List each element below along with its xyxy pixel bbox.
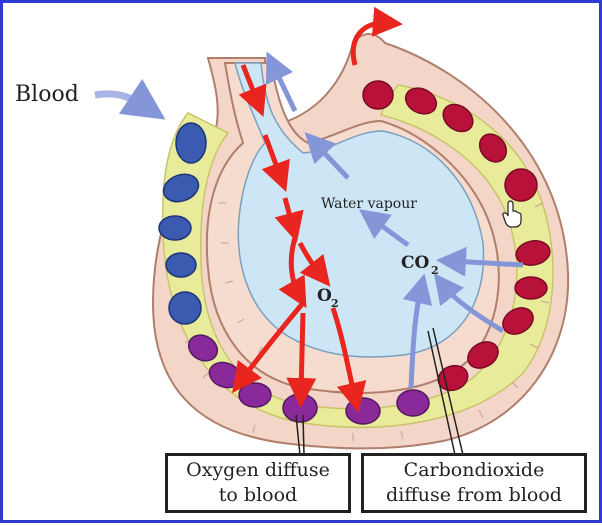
- co2-box-line1: Carbondioxide: [403, 459, 545, 481]
- co2-box-line2: diffuse from blood: [386, 484, 562, 506]
- blood-outflow-arrow: [350, 6, 403, 66]
- co2-arrows: [265, 51, 524, 389]
- co2-subscript: 2: [431, 264, 439, 277]
- blood-label: Blood: [15, 82, 79, 107]
- oxygen-box-line2: to blood: [218, 484, 298, 506]
- o2-subscript: 2: [331, 297, 339, 310]
- oxygen-arrows: [232, 64, 367, 413]
- alveolus-diagram: Blood Water vapour CO 2 O 2: [15, 6, 570, 456]
- co2-diffuse-box: Carbondioxide diffuse from blood: [361, 453, 587, 513]
- callout-lines: [295, 327, 464, 456]
- blood-inflow-arrow: [94, 78, 166, 120]
- co2-label: CO: [401, 253, 430, 273]
- oxygen-box-line1: Oxygen diffuse: [186, 459, 330, 481]
- water-vapour-label: Water vapour: [321, 196, 417, 212]
- o2-label: O: [317, 286, 332, 306]
- oxygen-diffuse-box: Oxygen diffuse to blood: [165, 453, 351, 513]
- hand-cursor-icon: [502, 200, 522, 228]
- rbc-oxygenated-group: [362, 80, 551, 392]
- rbc-deoxygenated-group: [158, 122, 207, 325]
